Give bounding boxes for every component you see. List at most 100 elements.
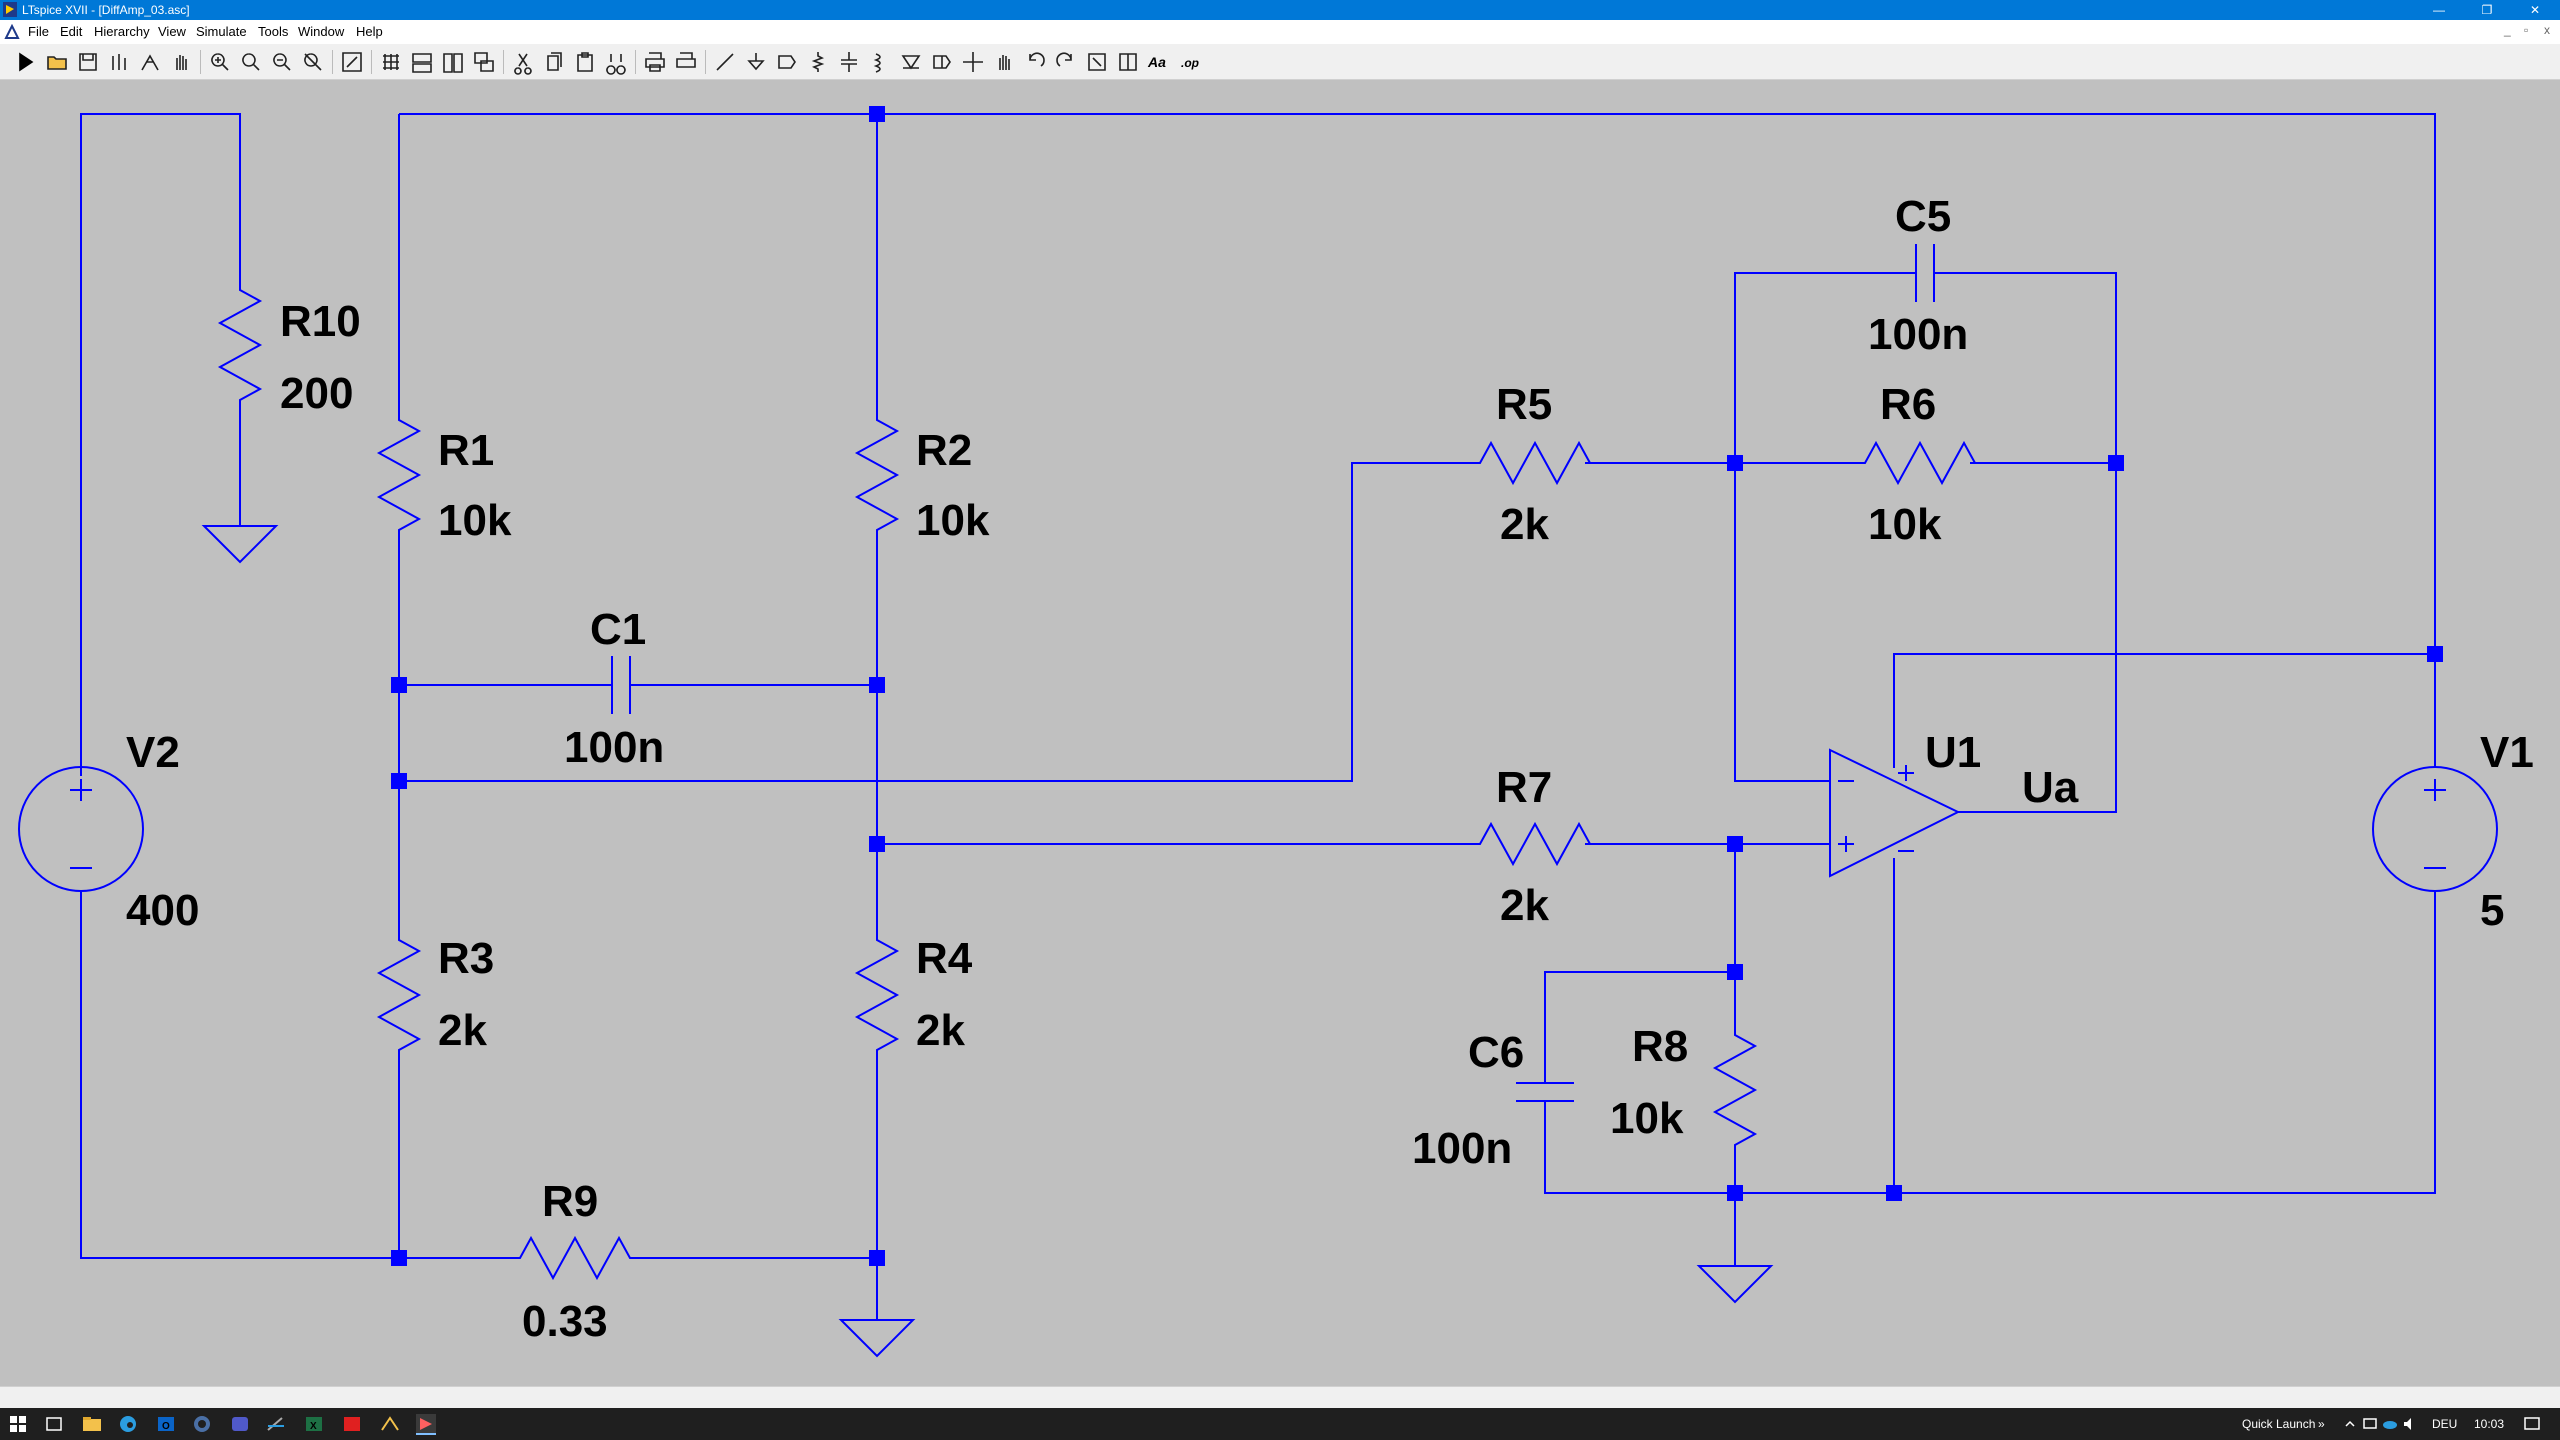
schematic-canvas[interactable]: R10 200 R1 10k R2 10k C1 100n R3 2k R4 2…	[0, 80, 2560, 1386]
language-indicator[interactable]: DEU	[2432, 1417, 2458, 1431]
ground-button[interactable]	[742, 48, 770, 76]
menu-simulate[interactable]: Simulate	[196, 24, 247, 39]
edge-browser-icon[interactable]	[116, 1412, 140, 1436]
toolbar: Aa .op	[0, 44, 2560, 80]
label-C6-name: C6	[1468, 1028, 1524, 1077]
ltspice-document-icon[interactable]	[4, 24, 20, 40]
paste-button[interactable]	[571, 48, 599, 76]
mirror-button[interactable]	[1114, 48, 1142, 76]
tile-horizontal-icon	[412, 53, 432, 73]
network-icon[interactable]	[2358, 1412, 2382, 1436]
zoom-in-button[interactable]	[206, 48, 234, 76]
teams-icon[interactable]	[228, 1412, 252, 1436]
drag-button[interactable]	[990, 48, 1018, 76]
inductor-button[interactable]	[866, 48, 894, 76]
toolbar-separator	[371, 50, 372, 74]
text-button[interactable]: Aa	[1145, 48, 1173, 76]
close-button[interactable]: ✕	[2529, 3, 2541, 17]
app-circle-icon[interactable]	[190, 1412, 214, 1436]
excel-icon[interactable]: X	[302, 1412, 326, 1436]
notification-icon[interactable]	[2520, 1412, 2544, 1436]
zoom-area-button[interactable]	[237, 48, 265, 76]
open-button[interactable]	[43, 48, 71, 76]
quick-launch-chevron[interactable]: »	[2318, 1417, 2325, 1431]
print-button[interactable]	[641, 48, 669, 76]
text-icon: Aa	[1147, 54, 1166, 70]
junction-node	[2108, 455, 2124, 471]
menu-file[interactable]: File	[28, 24, 49, 39]
menu-help[interactable]: Help	[356, 24, 383, 39]
undo-button[interactable]	[1021, 48, 1049, 76]
clock[interactable]: 10:03	[2474, 1417, 2505, 1431]
menu-edit[interactable]: Edit	[60, 24, 83, 39]
capacitor-button[interactable]	[835, 48, 863, 76]
maximize-button[interactable]: ❐	[2481, 3, 2493, 17]
resistor-R4-symbol	[854, 925, 900, 1065]
redo-button[interactable]	[1052, 48, 1080, 76]
windows-start-icon[interactable]	[6, 1412, 30, 1436]
tray-up-arrow-icon[interactable]	[2338, 1412, 2362, 1436]
cascade-button[interactable]	[470, 48, 498, 76]
cut-button[interactable]	[509, 48, 537, 76]
menu-hierarchy[interactable]: Hierarchy	[94, 24, 150, 39]
junction-node	[869, 1250, 885, 1266]
diode-icon	[901, 55, 921, 70]
minimize-button[interactable]: —	[2433, 3, 2445, 17]
zoom-out-button[interactable]	[268, 48, 296, 76]
zoom-area-icon	[242, 53, 260, 71]
quick-launch-label[interactable]: Quick Launch	[2242, 1417, 2316, 1431]
pan-button[interactable]	[167, 48, 195, 76]
component-icon	[933, 55, 951, 69]
ltspice-active-taskbar-icon[interactable]	[414, 1412, 438, 1436]
speaker-icon[interactable]	[2398, 1412, 2422, 1436]
autorange-button[interactable]	[338, 48, 366, 76]
task-view-icon[interactable]	[42, 1412, 66, 1436]
menu-tools[interactable]: Tools	[258, 24, 289, 39]
label-R5-value: 2k	[1500, 500, 1549, 549]
grounds	[201, 520, 1774, 1358]
capacitor-icon	[841, 52, 857, 72]
paste-icon	[577, 52, 593, 72]
label-net-button[interactable]	[773, 48, 801, 76]
app-pen-icon[interactable]	[264, 1412, 288, 1436]
label-C5-name: C5	[1895, 192, 1951, 241]
run-button[interactable]	[12, 48, 40, 76]
tile-horizontal-button[interactable]	[408, 48, 436, 76]
wire-button[interactable]	[711, 48, 739, 76]
find-button[interactable]	[602, 48, 630, 76]
grid-button[interactable]	[377, 48, 405, 76]
print-preview-button[interactable]	[672, 48, 700, 76]
mdi-close-button[interactable]: x	[2544, 23, 2550, 37]
label-R6-name: R6	[1880, 380, 1936, 429]
mdi-minimize-button[interactable]: _	[2504, 23, 2511, 37]
ltspice-taskbar-icon[interactable]	[378, 1412, 402, 1436]
rotate-button[interactable]	[1083, 48, 1111, 76]
zoom-full-button[interactable]	[299, 48, 327, 76]
toolbar-separator	[635, 50, 636, 74]
spice-directive-button[interactable]: .op	[1176, 48, 1204, 76]
resistor-button[interactable]	[804, 48, 832, 76]
menu-view[interactable]: View	[158, 24, 186, 39]
acrobat-icon[interactable]	[340, 1412, 364, 1436]
diode-button[interactable]	[897, 48, 925, 76]
halt-button[interactable]	[136, 48, 164, 76]
resistor-R9-symbol	[505, 1235, 645, 1281]
label-R5-name: R5	[1496, 380, 1552, 429]
junction-node	[391, 1250, 407, 1266]
component-button[interactable]	[928, 48, 956, 76]
move-button[interactable]	[959, 48, 987, 76]
wire	[1734, 272, 1916, 463]
resistor-R10-symbol	[217, 285, 263, 405]
tile-vertical-button[interactable]	[439, 48, 467, 76]
outlook-icon[interactable]: O	[154, 1412, 178, 1436]
text-tool-label: Aa	[1147, 54, 1166, 70]
onedrive-icon[interactable]	[2378, 1412, 2402, 1436]
control-panel-button[interactable]	[105, 48, 133, 76]
ground-icon	[1696, 1265, 1774, 1304]
file-explorer-icon[interactable]	[80, 1412, 104, 1436]
wire	[399, 113, 2436, 767]
menu-window[interactable]: Window	[298, 24, 345, 39]
mdi-restore-button[interactable]: ▫	[2524, 23, 2529, 37]
copy-button[interactable]	[540, 48, 568, 76]
save-button[interactable]	[74, 48, 102, 76]
